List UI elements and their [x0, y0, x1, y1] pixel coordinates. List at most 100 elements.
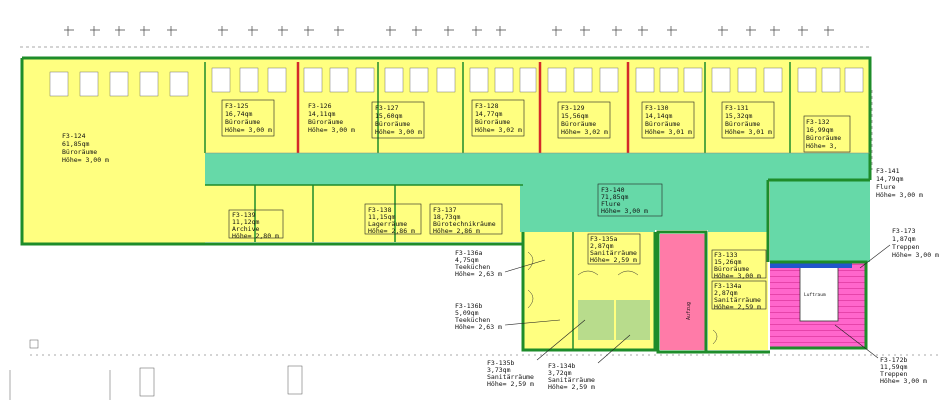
svg-text:3,73qm: 3,73qm — [487, 366, 511, 374]
label-f3-128: F3-128 14,77qm Büroräume Höhe= 3,02 m — [471, 99, 525, 137]
svg-text:Flure: Flure — [601, 200, 621, 208]
svg-text:Höhe= 3,00 m: Höhe= 3,00 m — [308, 126, 355, 134]
svg-text:Treppen: Treppen — [892, 243, 919, 251]
svg-text:F3-135b: F3-135b — [487, 359, 514, 367]
label-aufzug: Aufzug — [686, 302, 692, 320]
svg-text:Büroräume: Büroräume — [725, 120, 760, 128]
svg-text:1,87qm: 1,87qm — [892, 235, 916, 243]
svg-text:Teeküchen: Teeküchen — [455, 316, 490, 324]
svg-text:Höhe= 3,00 m: Höhe= 3,00 m — [876, 191, 923, 199]
core-left-fill — [523, 232, 573, 350]
svg-text:71,85qm: 71,85qm — [601, 193, 628, 201]
svg-text:Höhe= 2,59 m: Höhe= 2,59 m — [487, 380, 534, 388]
svg-text:Höhe= 2,59 m: Höhe= 2,59 m — [548, 383, 595, 391]
svg-text:15,32qm: 15,32qm — [725, 112, 752, 120]
corridor-f3-141 — [770, 180, 870, 262]
label-f3-126: F3-126 14,11qm Büroräume Höhe= 3,00 m — [308, 102, 355, 134]
svg-text:Höhe= 3,02 m: Höhe= 3,02 m — [475, 126, 522, 134]
svg-text:F3-138: F3-138 — [368, 206, 392, 214]
svg-text:18,73qm: 18,73qm — [433, 213, 460, 221]
svg-text:F3-137: F3-137 — [433, 206, 457, 214]
svg-text:F3-136a: F3-136a — [455, 249, 482, 257]
svg-text:14,77qm: 14,77qm — [475, 110, 502, 118]
label-f3-125: F3-125 16,74qm Büroräume Höhe= 3,00 m — [221, 99, 275, 137]
svg-text:F3-134b: F3-134b — [548, 362, 575, 370]
svg-text:14,79qm: 14,79qm — [876, 175, 903, 183]
svg-text:Büroräume: Büroräume — [714, 265, 749, 273]
door-swings — [527, 251, 718, 345]
svg-text:5,09qm: 5,09qm — [455, 309, 479, 317]
svg-text:Höhe= 3,01 m: Höhe= 3,01 m — [645, 128, 692, 136]
svg-text:Büroräume: Büroräume — [308, 118, 343, 126]
lightwell — [799, 265, 839, 322]
sanitary-green-b — [616, 300, 650, 340]
svg-text:11,15qm: 11,15qm — [368, 213, 395, 221]
label-f3-130: F3-130 14,14qm Büroräume Höhe= 3,01 m — [641, 101, 695, 139]
label-f3-127: F3-127 15,60qm Büroräume Höhe= 3,00 m — [371, 101, 425, 139]
corridor-f3-140 — [205, 153, 870, 262]
sanitary-green-a — [578, 300, 614, 340]
svg-text:Treppen: Treppen — [880, 370, 907, 378]
svg-text:Höhe= 3,00 m: Höhe= 3,00 m — [714, 272, 761, 280]
svg-text:F3-135a: F3-135a — [590, 235, 617, 243]
svg-text:Teeküchen: Teeküchen — [455, 263, 490, 271]
svg-text:Archive: Archive — [232, 225, 259, 233]
svg-text:F3-130: F3-130 — [645, 104, 669, 112]
svg-text:Büroräume: Büroräume — [375, 120, 410, 128]
label-f3-172b: F3-172b 11,59qm Treppen Höhe= 3,00 m — [880, 356, 927, 385]
svg-text:Büroräume: Büroräume — [806, 134, 841, 142]
svg-text:Höhe= 2,59 m: Höhe= 2,59 m — [590, 256, 637, 264]
svg-text:Büroräume: Büroräume — [225, 118, 260, 126]
label-f3-136b: F3-136b 5,09qm Teeküchen Höhe= 2,63 m — [455, 302, 502, 331]
svg-text:Lagerräume: Lagerräume — [368, 220, 407, 228]
svg-text:F3-172b: F3-172b — [880, 356, 907, 364]
svg-text:14,11qm: 14,11qm — [308, 110, 335, 118]
label-f3-135b: F3-135b 3,73qm Sanitärräume Höhe= 2,59 m — [487, 359, 534, 388]
svg-text:Büroräume: Büroräume — [561, 120, 596, 128]
svg-text:F3-141: F3-141 — [876, 167, 900, 175]
svg-text:Büroräume: Büroräume — [645, 120, 680, 128]
svg-text:F3-133: F3-133 — [714, 251, 738, 259]
label-f3-131: F3-131 15,32qm Büroräume Höhe= 3,01 m — [721, 101, 775, 139]
room-use: Büroräume — [62, 148, 97, 156]
svg-text:Höhe= 2,63 m: Höhe= 2,63 m — [455, 323, 502, 331]
label-f3-138: F3-138 11,15qm Lagerräume Höhe= 2,86 m — [364, 203, 422, 235]
svg-text:Höhe= 3,02 m: Höhe= 3,02 m — [561, 128, 608, 136]
svg-text:Höhe= 3,00 m: Höhe= 3,00 m — [892, 251, 939, 259]
svg-text:F3-127: F3-127 — [375, 104, 399, 112]
room-area: 61,85qm — [62, 140, 89, 148]
bottom-elevation-marks — [9, 339, 303, 400]
walls — [20, 56, 872, 354]
svg-text:Höhe= 3,: Höhe= 3, — [806, 142, 837, 150]
stair-blue-bar — [770, 262, 852, 268]
svg-text:Büroräume: Büroräume — [475, 118, 510, 126]
room-f3-133-fill — [708, 232, 768, 350]
svg-text:11,59qm: 11,59qm — [880, 363, 907, 371]
svg-text:Höhe= 2,59 m: Höhe= 2,59 m — [714, 303, 761, 311]
svg-text:Höhe= 2,86 m: Höhe= 2,86 m — [433, 227, 480, 235]
svg-text:F3-128: F3-128 — [475, 102, 499, 110]
svg-text:15,56qm: 15,56qm — [561, 112, 588, 120]
dimension-lines — [20, 46, 940, 356]
svg-text:Höhe= 2,86 m: Höhe= 2,86 m — [368, 227, 415, 235]
svg-text:Höhe= 3,00 m: Höhe= 3,00 m — [880, 377, 927, 385]
label-f3-129: F3-129 15,56qm Büroräume Höhe= 3,02 m — [557, 101, 611, 139]
svg-text:14,14qm: 14,14qm — [645, 112, 672, 120]
window-dimension-marks — [64, 26, 834, 36]
svg-text:Höhe= 3,01 m: Höhe= 3,01 m — [725, 128, 772, 136]
room-south-fill — [205, 185, 523, 242]
label-f3-173: F3-173 1,87qm Treppen Höhe= 3,00 m — [892, 227, 939, 259]
label-luftraum: Luftraum — [804, 292, 826, 298]
svg-text:Sanitärräume: Sanitärräume — [590, 249, 637, 257]
svg-text:F3-140: F3-140 — [601, 186, 625, 194]
svg-text:F3-125: F3-125 — [225, 102, 249, 110]
window-info-blocks — [49, 67, 864, 97]
leader-lines — [504, 244, 891, 364]
svg-text:Flure: Flure — [876, 183, 896, 191]
shaft-fill — [660, 234, 705, 350]
svg-text:Höhe= 3,00 m: Höhe= 3,00 m — [225, 126, 272, 134]
svg-text:Sanitärräume: Sanitärräume — [714, 296, 761, 304]
svg-text:Höhe= 3,00 m: Höhe= 3,00 m — [375, 128, 422, 136]
svg-text:F3-132: F3-132 — [806, 118, 830, 126]
